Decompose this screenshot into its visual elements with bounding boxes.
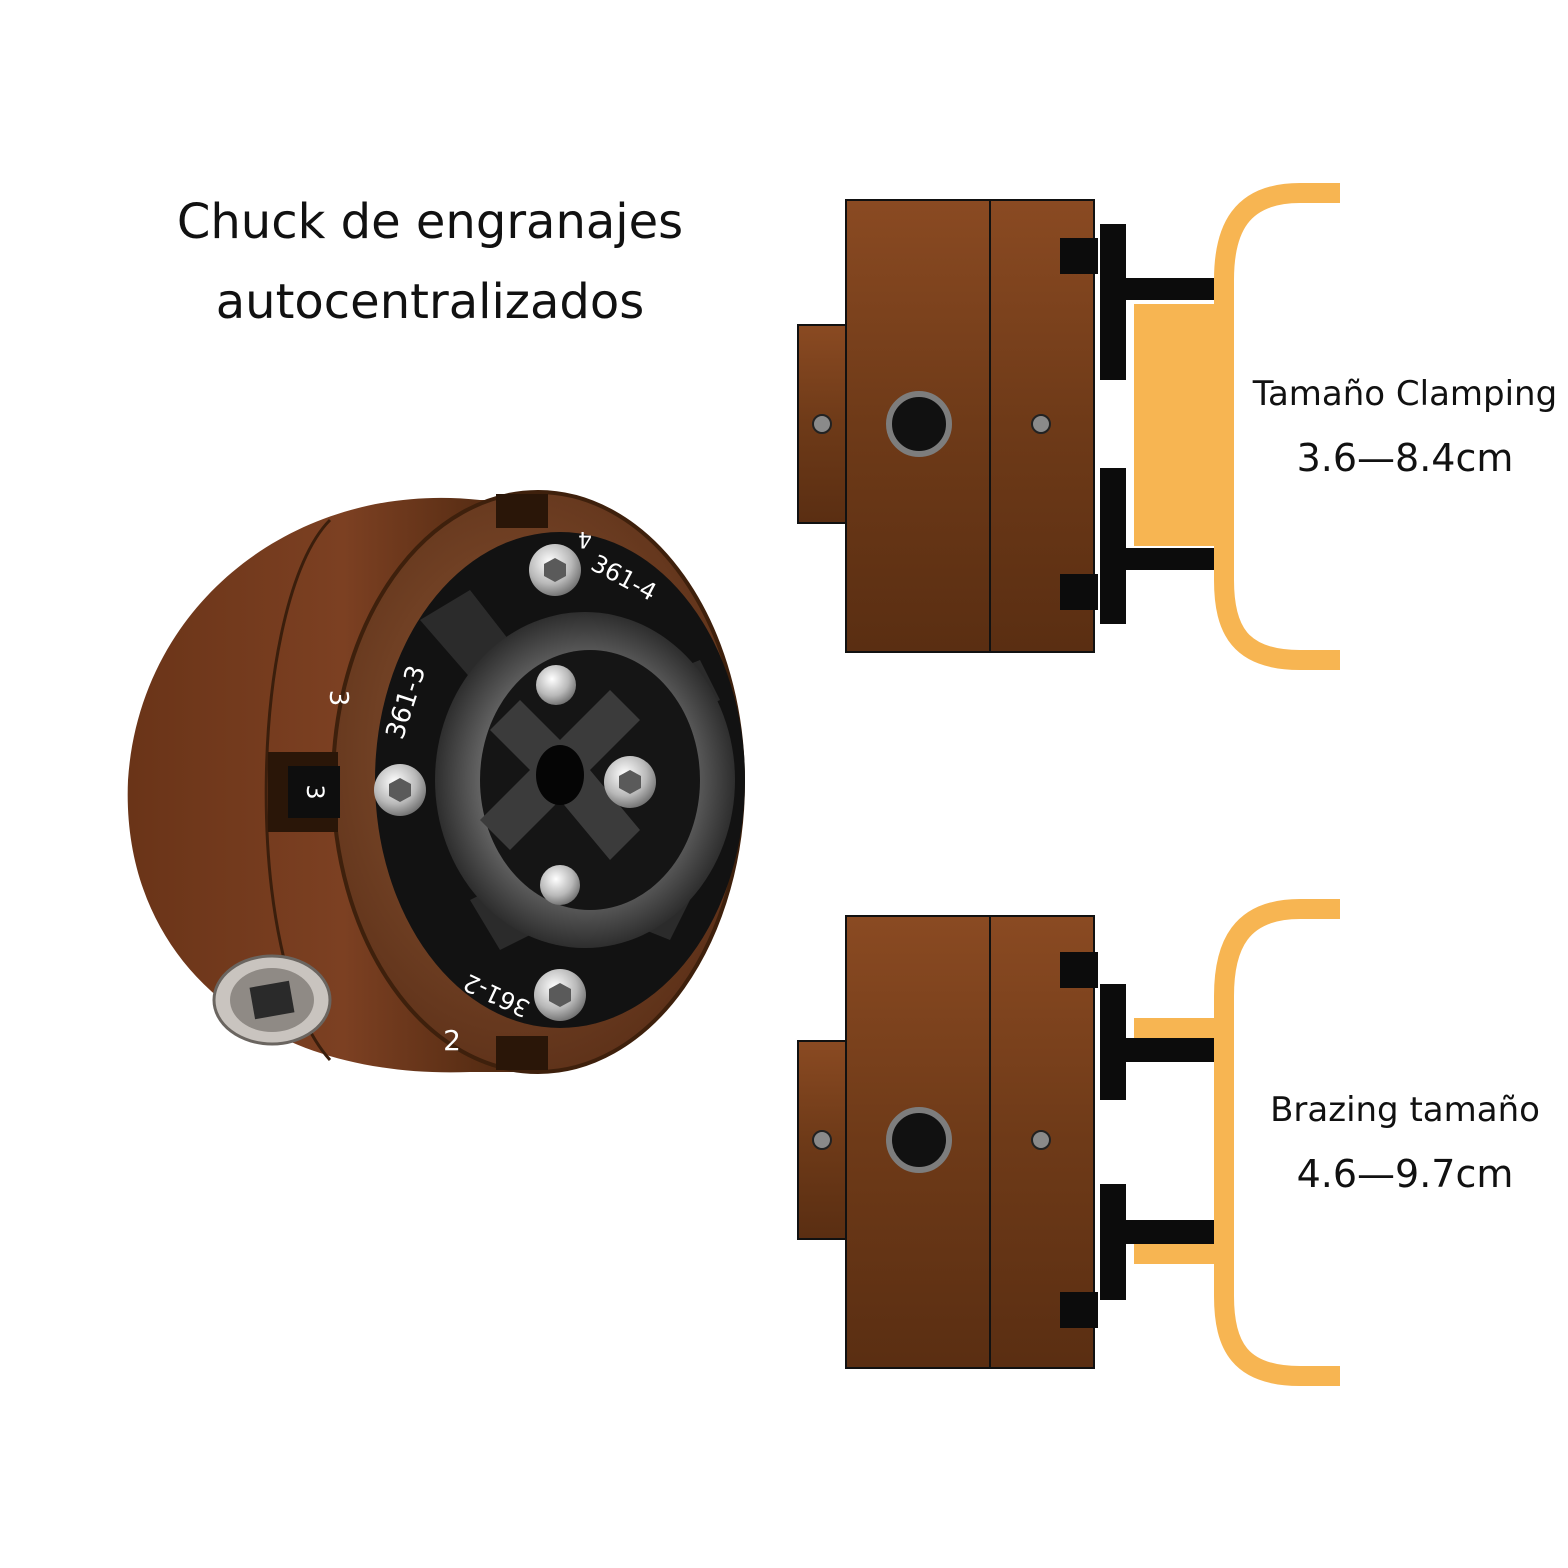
clamp-jaw-lower-bar — [1100, 468, 1126, 624]
jaw-bolt-inner-top — [536, 665, 576, 705]
title-line-1: Chuck de engranajes — [176, 194, 684, 250]
page-title: Chuck de engranajes autocentralizados — [130, 182, 730, 342]
chuck-illustration: 3 — [127, 490, 745, 1074]
chuck-key-socket — [212, 954, 332, 1046]
braze-jaw-lower-arm — [1126, 1220, 1214, 1244]
braze-bracket — [1214, 899, 1340, 1386]
title-line-2: autocentralizados — [215, 274, 645, 330]
jaw-bolt-bottom — [534, 969, 586, 1021]
clamp-bracket — [1214, 183, 1340, 670]
body-number-2: 2 — [443, 1024, 461, 1057]
clamp-jaw-upper-arm — [1126, 278, 1214, 300]
brazing-range: 4.6—9.7cm — [1296, 1152, 1514, 1196]
clamping-label: Tamaño Clamping — [1252, 374, 1558, 414]
clamp-workpiece — [1134, 304, 1224, 546]
braze-jaw-lower-bar — [1100, 1184, 1126, 1300]
center-hole — [536, 745, 584, 805]
jaw-bolt-top — [529, 544, 581, 596]
braze-pin-right — [1031, 1130, 1051, 1150]
clamp-jaw-upper-tab — [1060, 238, 1098, 274]
clamping-diagram — [797, 183, 1340, 670]
brazing-label: Brazing tamaño — [1270, 1090, 1540, 1130]
clamp-jaw-lower-tab — [1060, 574, 1098, 610]
braze-jaw-upper-arm — [1126, 1038, 1214, 1062]
slot-number-3: 3 — [301, 784, 329, 799]
clamp-jaw-lower-arm — [1126, 548, 1214, 570]
clamp-jaw-upper-bar — [1100, 224, 1126, 380]
braze-key-hole — [886, 1107, 952, 1173]
brazing-spec: Brazing tamaño 4.6—9.7cm — [1240, 1078, 1568, 1206]
jaw-slider-3 — [288, 766, 340, 818]
braze-pin-left — [812, 1130, 832, 1150]
rim-slot-top — [496, 494, 548, 528]
jaw-bolt-inner-bottom — [540, 865, 580, 905]
clamping-spec: Tamaño Clamping 3.6—8.4cm — [1240, 362, 1568, 490]
rim-number-4: 4 — [578, 526, 592, 551]
braze-workpiece-lower — [1134, 1244, 1224, 1264]
braze-workpiece-upper — [1134, 1018, 1224, 1038]
clamp-pin-right — [1031, 414, 1051, 434]
braze-jaw-upper-tab — [1060, 952, 1098, 988]
rim-slot-bottom — [496, 1036, 548, 1070]
body-number-3: 3 — [323, 690, 353, 707]
jaw-bolt-left — [374, 764, 426, 816]
jaw-bolt-right — [604, 756, 656, 808]
clamp-pin-left — [812, 414, 832, 434]
clamp-key-hole — [886, 391, 952, 457]
clamping-range: 3.6—8.4cm — [1296, 436, 1514, 480]
brazing-diagram — [797, 899, 1340, 1386]
braze-jaw-upper-bar — [1100, 984, 1126, 1100]
braze-body-rear — [845, 915, 991, 1369]
braze-jaw-lower-tab — [1060, 1292, 1098, 1328]
